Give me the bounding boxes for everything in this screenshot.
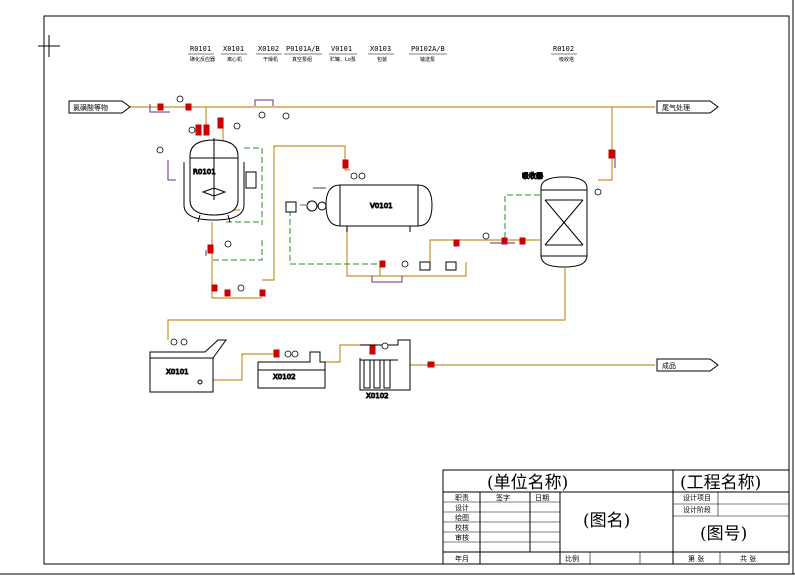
svg-text:(图号): (图号) [700, 524, 747, 544]
svg-text:V0101: V0101 [331, 45, 352, 53]
svg-text:X0101: X0101 [166, 368, 189, 376]
tank-v0101: V0101 [325, 184, 433, 232]
legend-item-x0101: X0101 离心机 [223, 45, 244, 63]
tail-gas-stream-arrow: 尾气处理 [656, 100, 719, 114]
svg-text:吸收器: 吸收器 [522, 171, 543, 180]
svg-text:年月: 年月 [455, 554, 469, 563]
transfer-pumps-p0102 [419, 261, 457, 271]
svg-text:氯磺酸等物: 氯磺酸等物 [73, 103, 108, 112]
svg-text:设计: 设计 [455, 503, 469, 512]
instrument-loops [149, 99, 616, 283]
svg-text:输送泵: 输送泵 [420, 56, 435, 63]
legend-item-p0101: P0101A/B 真空泵组 [286, 45, 320, 63]
column-r0102: 吸收器 [522, 171, 588, 268]
svg-text:尾气处理: 尾气处理 [662, 103, 690, 112]
svg-text:X0101: X0101 [223, 45, 244, 53]
svg-text:X0102: X0102 [366, 392, 389, 400]
dryer-x0102: X0102 [257, 351, 326, 389]
legend-item-p0102: P0102A/B 输送泵 [411, 45, 445, 63]
svg-text:共 张: 共 张 [740, 554, 756, 563]
legend-item-r0102: R0102 吸收塔 [553, 45, 574, 63]
svg-text:R0101: R0101 [190, 45, 211, 53]
svg-text:干燥机: 干燥机 [263, 56, 278, 63]
legend-item-x0102: X0102 干燥机 [258, 45, 279, 63]
svg-text:校核: 校核 [455, 523, 469, 532]
centrifuge-x0101: X0101 [149, 339, 227, 393]
equipment-legend: R0101 磺化反应器 X0101 离心机 X0102 干燥机 P0101A/B 真空泵… [188, 45, 577, 63]
svg-text:R0101: R0101 [193, 168, 216, 176]
reactor-r0101: R0101 [183, 138, 257, 223]
svg-text:审核: 审核 [455, 533, 469, 542]
title-block-text: (单位名称) (工程名称) (图名) (图号) 职责 签字 日期 设计 绘图 校… [455, 473, 761, 563]
svg-text:第 张: 第 张 [688, 554, 704, 563]
crosshair-cursor-icon [38, 35, 60, 57]
svg-text:磺化反应器: 磺化反应器 [190, 56, 215, 63]
svg-text:X0102: X0102 [258, 45, 279, 53]
legend-item-x0103: X0103 包装 [370, 45, 391, 63]
svg-text:(工程名称): (工程名称) [680, 473, 761, 493]
svg-text:R0102: R0102 [553, 45, 574, 53]
svg-text:贮罐、Lo泵: 贮罐、Lo泵 [330, 56, 356, 63]
svg-text:V0101: V0101 [370, 202, 393, 210]
svg-text:签字: 签字 [496, 493, 510, 502]
legend-item-r0101: R0101 磺化反应器 [190, 45, 215, 63]
product-stream-arrow: 成品 [656, 358, 719, 372]
drawing-frame [43, 15, 790, 565]
valves [157, 103, 615, 368]
title-block [442, 469, 790, 565]
vacuum-pump-p0101 [285, 200, 327, 213]
svg-text:绘图: 绘图 [455, 513, 469, 522]
svg-text:离心机: 离心机 [227, 56, 242, 63]
legend-item-v0101: V0101 贮罐、Lo泵 [330, 45, 356, 63]
svg-text:(图名): (图名) [583, 511, 630, 531]
feed-stream-arrow: 氯磺酸等物 [68, 100, 131, 114]
svg-text:P0101A/B: P0101A/B [286, 45, 320, 53]
svg-text:设计阶段: 设计阶段 [683, 505, 711, 514]
instruments [156, 95, 602, 358]
svg-text:日期: 日期 [535, 494, 549, 502]
svg-text:X0102: X0102 [273, 373, 296, 381]
svg-text:成品: 成品 [662, 361, 676, 370]
svg-text:真空泵组: 真空泵组 [292, 56, 312, 63]
svg-text:吸收塔: 吸收塔 [559, 56, 574, 63]
svg-text:比例: 比例 [565, 554, 579, 563]
svg-text:X0103: X0103 [370, 45, 391, 53]
svg-text:P0102A/B: P0102A/B [411, 45, 445, 53]
svg-text:设计项目: 设计项目 [683, 493, 711, 502]
svg-text:包装: 包装 [377, 56, 387, 63]
svg-text:职责: 职责 [455, 493, 469, 502]
svg-text:(单位名称): (单位名称) [487, 473, 568, 493]
